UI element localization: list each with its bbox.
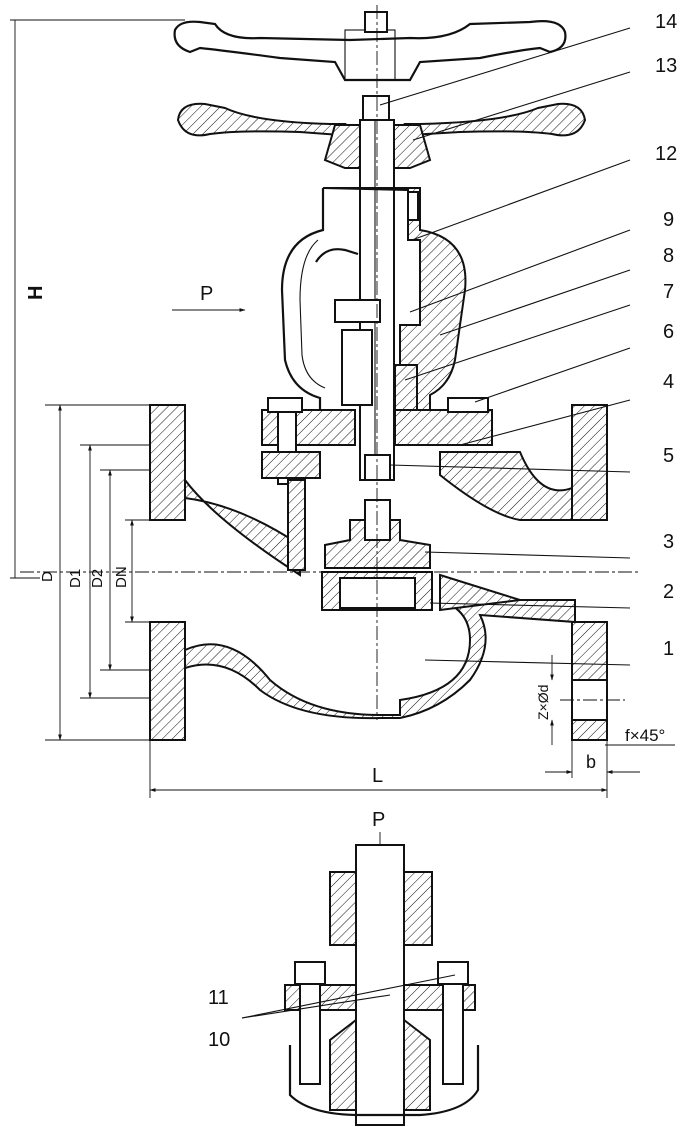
part-number-14: 14 xyxy=(655,11,677,33)
dimension-h: H xyxy=(10,19,185,579)
part-number-11: 11 xyxy=(208,987,229,1009)
part-number-10: 10 xyxy=(208,1029,230,1051)
dim-label-l: L xyxy=(372,765,383,787)
flow-direction-main: P xyxy=(172,283,246,312)
part-number-6: 6 xyxy=(663,321,674,343)
dim-label-h: H xyxy=(25,286,47,300)
dim-label-bolt-holes: Z×Ød xyxy=(535,685,551,720)
part-leaders xyxy=(379,27,631,666)
dim-label-d1: D1 xyxy=(67,569,84,588)
part-number-12: 12 xyxy=(655,143,677,165)
packing-detail-view: P 11 10 xyxy=(208,809,480,1126)
part-number-9: 9 xyxy=(663,209,674,231)
valve-body xyxy=(149,404,608,741)
part-number-13: 13 xyxy=(655,55,677,77)
part-number-4: 4 xyxy=(663,371,674,393)
dim-label-chamfer: f×45° xyxy=(625,726,665,745)
flow-label-detail: P xyxy=(372,809,385,831)
dimension-l: L xyxy=(149,740,608,798)
part-number-1: 1 xyxy=(663,638,674,660)
part-number-8: 8 xyxy=(663,245,674,267)
stem-nut xyxy=(334,299,418,421)
flow-label-main: P xyxy=(200,283,213,305)
dim-label-b: b xyxy=(586,752,596,772)
disc-seat xyxy=(321,454,433,611)
part-number-7: 7 xyxy=(663,281,674,303)
dim-label-d: D xyxy=(39,571,56,582)
dim-label-d2: D2 xyxy=(89,569,106,588)
diameter-dimensions: D D1 D2 DN xyxy=(39,404,150,741)
dim-label-dn: DN xyxy=(113,566,130,588)
part-numbers: 14 13 12 9 8 7 6 4 5 3 2 1 xyxy=(655,11,677,660)
flange-dimensions: Z×Ød b f×45° xyxy=(535,655,675,778)
part-number-2: 2 xyxy=(663,581,674,603)
part-number-5: 5 xyxy=(663,445,674,467)
handwheel-upper xyxy=(173,11,567,82)
part-number-3: 3 xyxy=(663,531,674,553)
bonnet-flange xyxy=(261,397,493,485)
